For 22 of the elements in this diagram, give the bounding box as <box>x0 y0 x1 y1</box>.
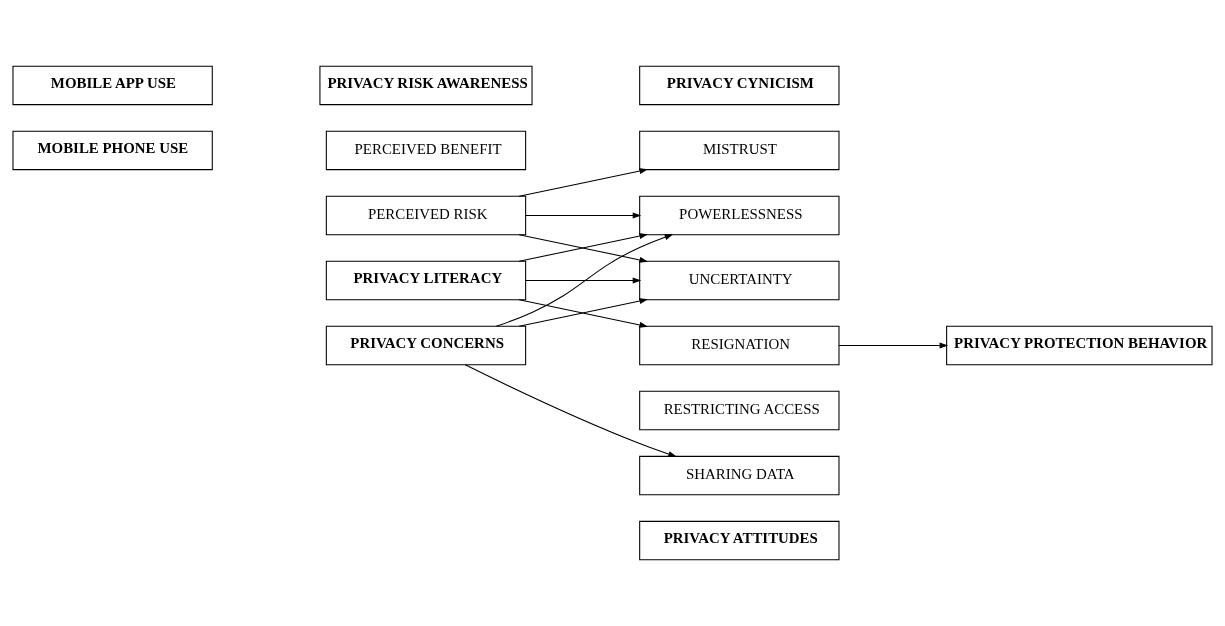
arrow <box>495 234 674 327</box>
node-box: MISTRUST <box>639 130 840 171</box>
node-box: PERCEIVED BENEFIT <box>325 130 527 171</box>
arrow <box>464 364 677 457</box>
arrow <box>525 277 642 284</box>
node-box: MOBILE PHONE USE <box>12 130 213 171</box>
node-box: UNCERTAINTY <box>639 260 840 301</box>
node-box: RESTRICTING ACCESS <box>639 390 840 431</box>
node-box: PRIVACY CONCERNS <box>325 325 527 366</box>
node-box: PRIVACY RISK AWARENESS <box>319 65 533 106</box>
arrow <box>838 342 949 349</box>
node-box: PRIVACY CYNICISM <box>639 65 840 106</box>
node-box: PRIVACY ATTITUDES <box>639 520 840 561</box>
node-box: PERCEIVED RISK <box>325 195 527 236</box>
node-box: PRIVACY LITERACY <box>325 260 527 301</box>
node-box: PRIVACY PROTECTION BEHAVIOR <box>946 325 1213 366</box>
arrow <box>525 212 642 219</box>
node-box: MOBILE APP USE <box>12 65 213 106</box>
node-box: RESIGNATION <box>639 325 840 366</box>
node-box: SHARING DATA <box>639 455 840 496</box>
node-box: POWERLESSNESS <box>639 195 840 236</box>
arrow <box>518 168 648 197</box>
